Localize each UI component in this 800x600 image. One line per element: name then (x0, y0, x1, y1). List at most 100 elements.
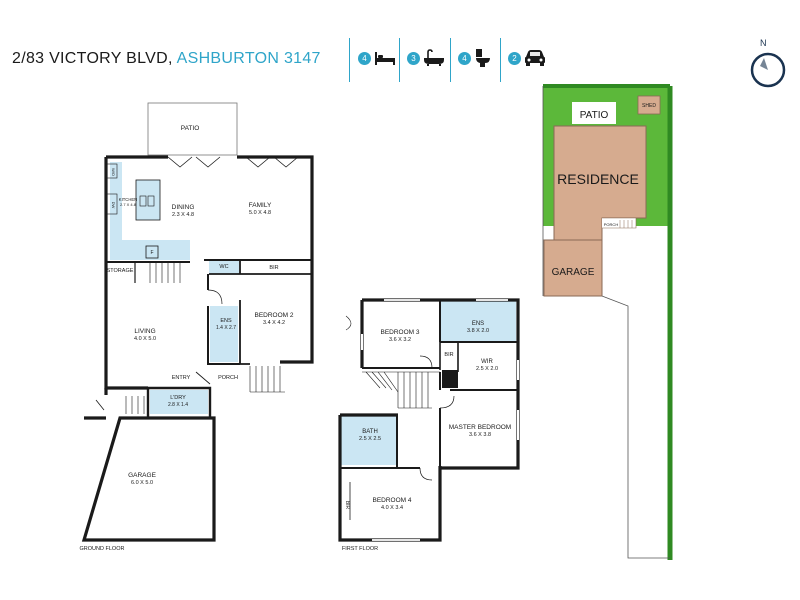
gf-wc-area (209, 260, 239, 274)
gf-entry-door (195, 371, 211, 385)
gf-wo-label: W/O (111, 168, 116, 176)
gf-laundry-label: L'DRY (170, 395, 186, 401)
ff-bath-area (341, 415, 397, 465)
gf-appliance (106, 193, 118, 215)
feature-bedrooms: 4 (358, 44, 396, 72)
ff-door-swing (439, 395, 455, 409)
site-residence-label: RESIDENCE (557, 171, 639, 187)
ff-door-swing (345, 315, 352, 331)
car-icon (525, 50, 545, 66)
address-street: 2/83 VICTORY BLVD, (12, 50, 173, 67)
ff-bath-size: 2.5 X 2.5 (359, 436, 381, 442)
gf-porch-label: PORCH (218, 375, 238, 381)
site-porch-label: PORCH (604, 222, 619, 227)
feature-toilets: 4 (458, 44, 492, 72)
toilet-icon (476, 49, 490, 67)
ff-bir2-label: BIR (344, 501, 350, 510)
site-garage-label: GARAGE (552, 267, 595, 278)
toilet-count: 4 (458, 51, 471, 65)
gf-patio-area (147, 102, 238, 156)
ff-wall (439, 300, 518, 343)
site-porch (602, 217, 637, 229)
gf-family-size: 5.0 X 4.8 (249, 210, 271, 216)
ff-master-label: MASTER BEDROOM (449, 424, 511, 431)
gf-ens-label: ENS (220, 318, 232, 324)
gf-bedroom2-size: 3.4 X 4.2 (263, 320, 285, 326)
gf-fridge-label: F (150, 250, 153, 256)
property-address: 2/83 VICTORY BLVD, ASHBURTON 3147 (12, 50, 321, 68)
site-shed-label: SHED (642, 103, 656, 109)
gf-garage-size: 6.0 X 5.0 (131, 480, 153, 486)
gf-steps (125, 396, 145, 414)
gf-appliance (106, 163, 118, 179)
gf-laundry-size: 2.8 X 1.4 (168, 402, 188, 408)
ff-stairs (362, 371, 440, 393)
gf-family-label: FAMILY (249, 202, 272, 209)
bed-icon (375, 52, 395, 65)
site-boundary (601, 295, 670, 559)
ff-bedroom4-size: 4.0 X 3.4 (381, 505, 403, 511)
gf-wall (239, 300, 250, 365)
gf-kitchen-size: 2.7 X 4.8 (120, 202, 137, 207)
ff-master-size: 3.6 X 3.8 (469, 432, 491, 438)
gf-dining-label: DINING (172, 204, 195, 211)
bathroom-count: 3 (407, 51, 420, 65)
feature-car-spaces: 2 (508, 44, 546, 72)
ff-wall (439, 342, 459, 372)
car-count: 2 (508, 51, 521, 65)
ff-wir-label: WIR (481, 359, 493, 365)
north-compass-icon: N (750, 38, 786, 88)
gf-wall (106, 259, 312, 263)
gf-wall (207, 274, 240, 365)
gf-entry-label: ENTRY (172, 375, 191, 381)
gf-wall (209, 260, 312, 275)
gf-bedroom2-label: BEDROOM 2 (254, 312, 293, 319)
gf-bifold-door (245, 156, 299, 168)
ff-ens-label: ENS (472, 321, 484, 327)
site-porch-steps (619, 220, 633, 228)
divider (349, 38, 350, 82)
ff-bedroom3-label: BEDROOM 3 (380, 329, 419, 336)
gf-bir-label: BIR (269, 265, 278, 271)
ff-door-swing (419, 467, 433, 481)
gf-sink-icon (147, 195, 155, 207)
address-suburb: ASHBURTON 3147 (176, 50, 321, 67)
gf-kitchen-label: KITCHEN (119, 197, 137, 202)
gf-door-swing (207, 289, 223, 305)
ff-ens-size: 3.8 X 2.0 (467, 328, 489, 334)
ff-stairs (397, 372, 432, 409)
ff-bedroom4-label: BEDROOM 4 (372, 497, 411, 504)
first-floor-plan (338, 298, 520, 542)
gf-stairs (149, 262, 181, 283)
divider (500, 38, 501, 82)
divider (450, 38, 451, 82)
gf-garage-walls (81, 416, 216, 542)
gf-laundry-area (150, 390, 208, 414)
header: 2/83 VICTORY BLVD, ASHBURTON 3147 4 3 4 … (0, 0, 800, 95)
gf-wc-label: WC (219, 264, 228, 270)
ff-wir-size: 2.5 X 2.0 (476, 366, 498, 372)
divider (399, 38, 400, 82)
ff-floor-label: FIRST FLOOR (342, 546, 378, 552)
gf-storage-label: STORAGE (107, 268, 134, 274)
gf-ens-area (210, 306, 238, 362)
ff-void (442, 370, 458, 388)
site-shed (637, 95, 661, 115)
gf-garage-label: GARAGE (128, 472, 156, 479)
site-plan (542, 84, 673, 560)
ff-bir-label: BIR (444, 352, 453, 358)
ff-bath-label: BATH (362, 429, 378, 435)
ff-bedroom3-size: 3.6 X 3.2 (389, 337, 411, 343)
ff-ens-area (440, 300, 516, 342)
feature-bathrooms: 3 (407, 44, 445, 72)
bedroom-count: 4 (358, 51, 371, 65)
gf-kitchen-bench (110, 162, 190, 260)
gf-ens-size: 1.4 X 2.7 (216, 325, 236, 331)
gf-dw-label: DW (111, 202, 116, 209)
gf-bifold-door (167, 156, 221, 168)
site-patio-label: PATIO (580, 110, 609, 121)
gf-sink-icon (139, 195, 147, 207)
gf-floor-label: GROUND FLOOR (80, 546, 125, 552)
gf-door-swing (95, 399, 105, 411)
